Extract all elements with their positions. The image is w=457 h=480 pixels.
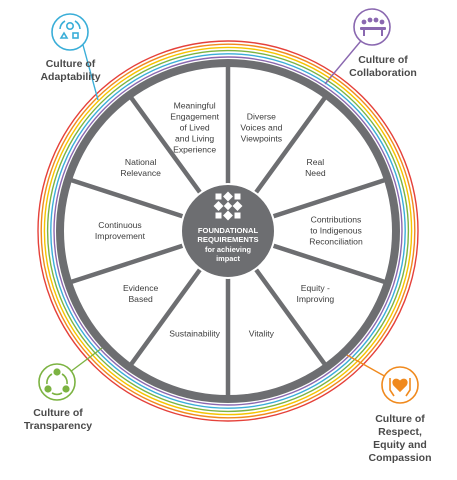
segment-meaningful-engagement: Meaningful Engagement of Lived and Livin… (170, 100, 219, 155)
segment-vitality: Vitality (248, 328, 274, 339)
segment-diverse-voices: Diverse Voices and Viewpoints (240, 111, 283, 144)
segment-national-relevance: National Relevance (120, 156, 161, 178)
quilt-logo-icon (213, 191, 243, 221)
culture-rings (37, 40, 419, 422)
badge-transparency (38, 363, 76, 401)
culture-respect-label: Culture of Respect, Equity and Compassio… (368, 413, 432, 465)
connected-people-icon (44, 368, 70, 396)
culture-ring (53, 56, 403, 406)
culture-ring (43, 46, 413, 416)
wheel-spoke (253, 95, 328, 195)
culture-collaboration-label: Culture of Collaboration (349, 54, 417, 80)
culture-ring (37, 40, 419, 422)
wheel-spoke (272, 177, 387, 219)
center-title: FOUNDATIONAL REQUIREMENTS (197, 226, 259, 245)
badge-collaboration (353, 8, 391, 46)
center-subtitle: for achieving impact (205, 245, 251, 263)
segment-indigenous-reconciliation: Contributions to Indigenous Reconciliati… (309, 214, 363, 247)
segment-equity-improving: Equity - Improving (296, 283, 335, 305)
wheel-spokes (69, 65, 387, 397)
wheel-spoke (128, 267, 203, 367)
segment-real-need: Real Need (305, 156, 326, 178)
culture-ring (46, 49, 410, 413)
connector-adaptability (82, 44, 99, 101)
wheel-hub (180, 183, 276, 279)
culture-adaptability-label: Culture of Adaptability (40, 58, 101, 84)
segment-continuous-improvement: Continuous Improvement (94, 220, 146, 241)
wheel-spoke (128, 95, 203, 195)
segment-evidence-based: Evidence Based (122, 283, 159, 305)
hands-heart-icon (389, 378, 411, 397)
badge-adaptability (51, 13, 89, 51)
culture-ring (40, 43, 416, 419)
culture-transparency-label: Culture of Transparency (23, 407, 93, 433)
wheel-spoke (253, 267, 328, 367)
culture-ring (50, 53, 406, 409)
connector-transparency (69, 344, 107, 373)
wheel-spoke (69, 177, 184, 219)
badge-respect (381, 366, 419, 404)
wheel-spoke (272, 243, 387, 285)
people-table-icon (360, 17, 386, 36)
segment-sustainability: Sustainability (169, 328, 220, 339)
shapes-cycle-icon (59, 20, 81, 39)
wheel-spoke (69, 243, 184, 285)
